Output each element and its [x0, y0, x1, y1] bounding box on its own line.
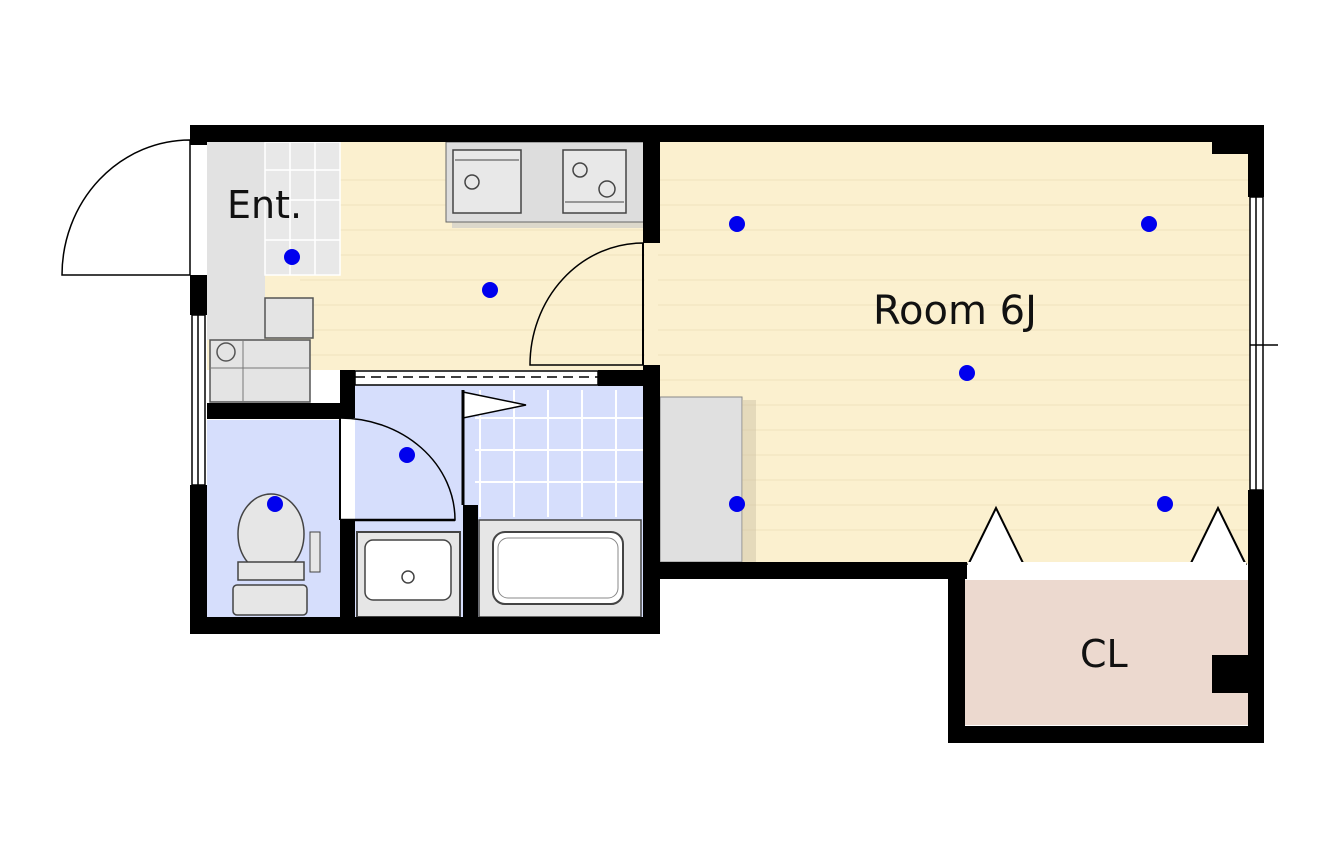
washing-machine-pan-icon	[209, 297, 314, 403]
entrance-floor	[207, 142, 265, 340]
closet-floor	[965, 580, 1248, 725]
toilet-icon	[232, 493, 321, 616]
marker-dot-icon	[267, 216, 1173, 512]
closet-label: CL	[1080, 632, 1128, 676]
door-swing-icon	[61, 139, 644, 522]
main-room-floor	[658, 142, 1250, 564]
kitchen-counter	[445, 141, 648, 228]
stove-icon	[562, 149, 627, 214]
walls	[190, 125, 1264, 743]
closet-cabinet	[659, 396, 743, 563]
main-room-label: Room 6J	[873, 288, 1037, 334]
bathtub-icon	[478, 519, 642, 618]
floor-board-lines	[300, 179, 1250, 531]
closet-door-icon	[967, 505, 1247, 577]
kitchen-sink-icon	[452, 149, 522, 214]
windows	[191, 196, 1278, 491]
washbasin-icon	[356, 531, 461, 618]
entrance-label: Ent.	[227, 183, 302, 227]
